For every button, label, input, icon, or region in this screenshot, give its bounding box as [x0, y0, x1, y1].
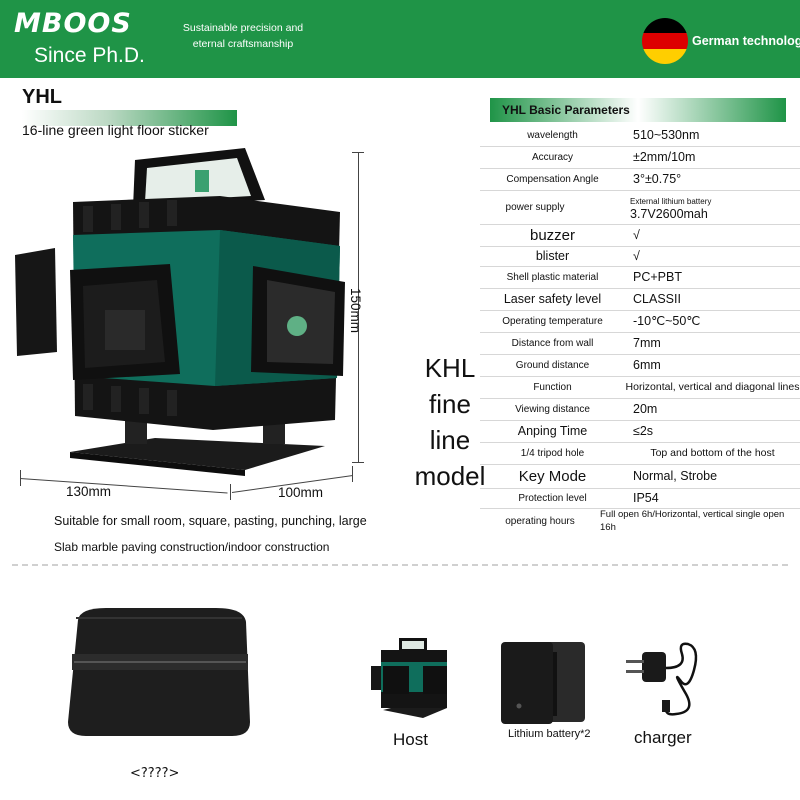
- param-name: Key Mode: [518, 468, 587, 485]
- param-name: buzzer: [529, 227, 576, 244]
- usage-description-1: Suitable for small room, square, pasting…: [54, 514, 367, 528]
- param-note: External lithium battery: [630, 196, 712, 206]
- depth-dimension-label: 100mm: [278, 485, 324, 500]
- param-name: 1/4 tripod hole: [520, 448, 585, 459]
- model-callout-line: model: [414, 461, 486, 491]
- height-dimension-tick-top: [352, 152, 364, 153]
- param-name: power supply: [505, 202, 565, 213]
- params-header: YHL Basic Parameters: [490, 98, 786, 122]
- param-name: blister: [535, 249, 570, 263]
- charger-caption: charger: [634, 728, 692, 747]
- param-name: Function: [533, 382, 572, 393]
- param-value: Full open 6h/Horizontal, vertical single…: [600, 509, 785, 533]
- brand-logo: MBOOS: [14, 8, 132, 39]
- params-title: YHL Basic Parameters: [502, 103, 630, 117]
- param-name: operating hours: [505, 515, 575, 527]
- since-label: Since Ph.D.: [34, 44, 145, 67]
- param-value: 6mm: [633, 358, 661, 372]
- param-value: PC+PBT: [633, 270, 682, 284]
- table-row: Compensation Angle 3°±0.75°: [480, 169, 800, 191]
- charger-image: [626, 642, 698, 716]
- carrying-bag-image: [68, 608, 250, 736]
- param-value: Normal, Strobe: [633, 469, 718, 483]
- param-name: Distance from wall: [511, 338, 594, 349]
- brand-header: MBOOS Since Ph.D. Sustainable precision …: [0, 0, 800, 78]
- param-value: CLASSII: [633, 292, 681, 306]
- height-dimension-label: 150mm: [348, 288, 363, 334]
- param-value: -10℃~50℃: [633, 314, 701, 328]
- param-name: Anping Time: [517, 424, 588, 438]
- table-row: buzzer √: [480, 225, 800, 247]
- table-row: Anping Time ≤2s: [480, 421, 800, 443]
- width-dimension-label: 130mm: [66, 484, 112, 499]
- table-row: blister √: [480, 247, 800, 267]
- tagline: Sustainable precision and eternal crafts…: [182, 22, 304, 50]
- host-device-image: [371, 638, 447, 718]
- param-name: Accuracy: [531, 152, 574, 163]
- table-row: Key Mode Normal, Strobe: [480, 465, 800, 489]
- table-row: Laser safety level CLASSII: [480, 289, 800, 311]
- param-name: Operating temperature: [502, 316, 603, 327]
- param-value: ≤2s: [633, 424, 654, 438]
- laser-level-image: [15, 148, 345, 476]
- usage-description-2: Slab marble paving construction/indoor c…: [54, 540, 330, 554]
- subtitle-highlight: [22, 110, 237, 126]
- origin-label: German technology: [692, 34, 800, 48]
- param-value: 20m: [633, 402, 658, 416]
- width-tick-left: [20, 470, 21, 486]
- table-row: Function Horizontal, vertical and diagon…: [480, 377, 800, 399]
- param-value: External lithium battery 3.7V2600mah: [630, 196, 712, 221]
- param-name: Compensation Angle: [506, 174, 599, 185]
- param-value: 510~530nm: [633, 128, 700, 142]
- table-row: power supply External lithium battery 3.…: [480, 191, 800, 225]
- table-row: Protection level IP54: [480, 489, 800, 509]
- param-value: 7mm: [633, 336, 661, 350]
- width-tick-right: [230, 484, 231, 500]
- param-value: 3°±0.75°: [633, 172, 682, 186]
- table-row: Distance from wall 7mm: [480, 333, 800, 355]
- param-value: Horizontal, vertical and diagonal lines: [625, 381, 800, 393]
- param-value: IP54: [633, 491, 659, 505]
- param-name: wavelength: [527, 130, 578, 141]
- model-callout-line: fine: [429, 389, 471, 419]
- german-flag-icon: [642, 18, 688, 64]
- params-table: wavelength 510~530nm Accuracy ±2mm/10m C…: [480, 125, 800, 533]
- product-subtitle: 16-line green light floor sticker: [22, 122, 209, 138]
- section-divider: [12, 564, 788, 566]
- param-name: Shell plastic material: [506, 272, 599, 283]
- lithium-battery-image: [501, 642, 585, 724]
- host-caption: Host: [393, 730, 428, 749]
- battery-caption: Lithium battery*2: [508, 728, 591, 740]
- table-row: Shell plastic material PC+PBT: [480, 267, 800, 289]
- model-callout-line: line: [429, 425, 471, 455]
- model-callout: KHL fine line model: [412, 350, 488, 494]
- param-value: Top and bottom of the host: [650, 447, 775, 459]
- table-row: Viewing distance 20m: [480, 399, 800, 421]
- depth-tick-right: [352, 466, 353, 482]
- height-dimension-tick-bottom: [352, 462, 364, 463]
- table-row: wavelength 510~530nm: [480, 125, 800, 147]
- param-name: Protection level: [518, 493, 587, 504]
- param-value: √: [633, 228, 640, 242]
- table-row: Operating temperature -10℃~50℃: [480, 311, 800, 333]
- param-name: Ground distance: [515, 360, 590, 371]
- param-name: Viewing distance: [515, 404, 590, 415]
- table-row: operating hours Full open 6h/Horizontal,…: [480, 509, 800, 533]
- param-name: Laser safety level: [503, 292, 602, 306]
- table-row: Accuracy ±2mm/10m: [480, 147, 800, 169]
- model-title: YHL: [22, 86, 62, 108]
- table-row: 1/4 tripod hole Top and bottom of the ho…: [480, 443, 800, 465]
- param-value: √: [633, 249, 640, 263]
- model-callout-line: KHL: [424, 353, 476, 383]
- param-value: ±2mm/10m: [633, 150, 696, 164]
- table-row: Ground distance 6mm: [480, 355, 800, 377]
- package-label: <????>: [130, 766, 180, 781]
- height-dimension-line: [358, 152, 359, 462]
